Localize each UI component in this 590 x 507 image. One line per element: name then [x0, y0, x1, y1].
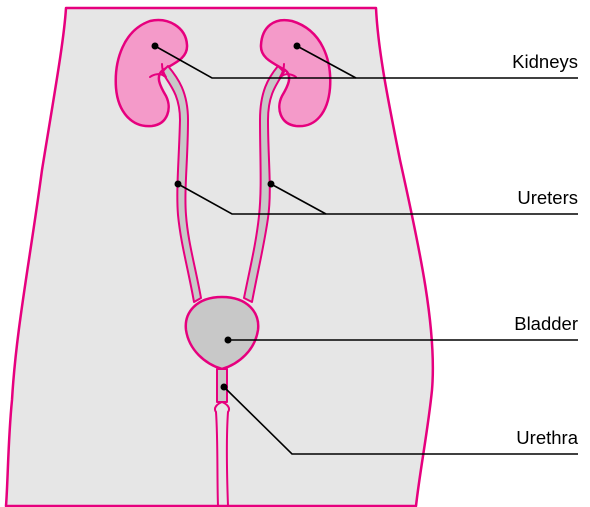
kidney-right-dot — [294, 43, 301, 50]
label-urethra: Urethra — [516, 427, 578, 448]
label-kidneys: Kidneys — [512, 51, 578, 72]
label-ureters: Ureters — [517, 187, 578, 208]
torso-silhouette — [6, 8, 433, 506]
bladder-dot — [225, 337, 232, 344]
ureter-left-dot — [175, 181, 182, 188]
kidney-left-dot — [152, 43, 159, 50]
ureter-right-dot — [268, 181, 275, 188]
urethra-dot — [221, 384, 228, 391]
label-bladder: Bladder — [514, 313, 578, 334]
